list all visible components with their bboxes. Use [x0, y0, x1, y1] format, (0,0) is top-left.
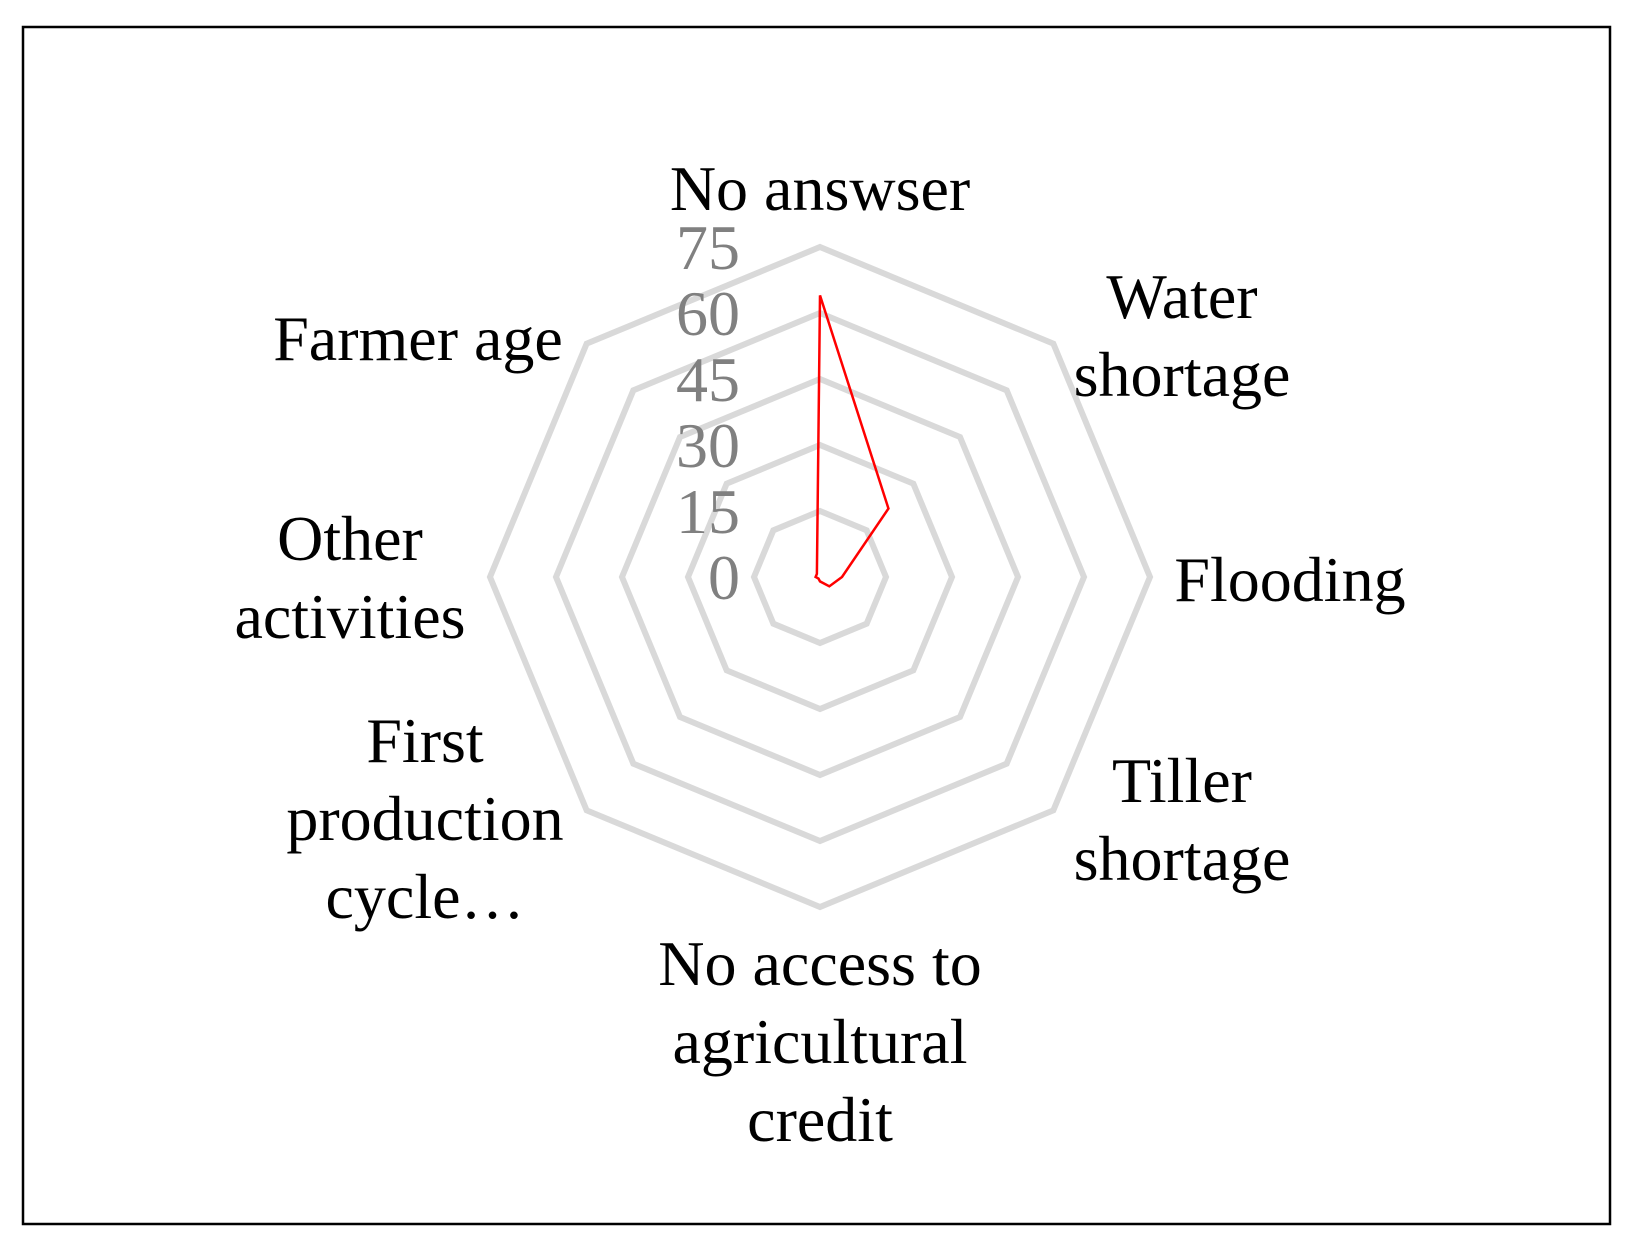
tick-label-15: 15 [676, 476, 740, 547]
category-label-0: No answser [670, 153, 970, 224]
category-label-4-line-0: No access to [658, 928, 981, 999]
grid-ring-15 [750, 507, 890, 647]
category-label-3-line-0: Tiller [1112, 745, 1252, 816]
grid-ring-30 [684, 441, 956, 713]
category-label-4-line-2: credit [747, 1084, 893, 1155]
tick-label-60: 60 [676, 278, 740, 349]
grid-layer [486, 243, 1154, 911]
tick-label-30: 30 [676, 410, 740, 481]
category-label-5-line-2: cycle… [326, 861, 525, 932]
category-label-4-line-1: agricultural [673, 1006, 968, 1077]
category-label-5-line-0: First [366, 705, 484, 776]
series-line-0 [814, 295, 890, 588]
category-label-1-line-1: shortage [1074, 339, 1291, 410]
tick-label-75: 75 [676, 212, 740, 283]
grid-ring-60 [552, 309, 1088, 845]
category-label-2-line-0: Flooding [1174, 544, 1405, 615]
tick-label-45: 45 [676, 344, 740, 415]
category-label-6-line-1: activities [234, 581, 465, 652]
category-label-3-line-1: shortage [1074, 823, 1291, 894]
tick-label-0: 0 [708, 542, 740, 613]
category-label-6-line-0: Other [277, 503, 423, 574]
category-label-7: Farmer age [273, 303, 563, 374]
grid-ring-45 [618, 375, 1022, 779]
category-label-5-line-1: production [286, 783, 563, 854]
chart-border [21, 25, 1612, 1226]
category-label-2: Flooding [1174, 544, 1405, 615]
category-label-7-line-0: Farmer age [273, 303, 563, 374]
grid-ring-75 [486, 243, 1154, 911]
category-label-1-line-0: Water [1106, 261, 1257, 332]
series-layer [814, 295, 890, 588]
category-label-0-line-0: No answser [670, 153, 970, 224]
